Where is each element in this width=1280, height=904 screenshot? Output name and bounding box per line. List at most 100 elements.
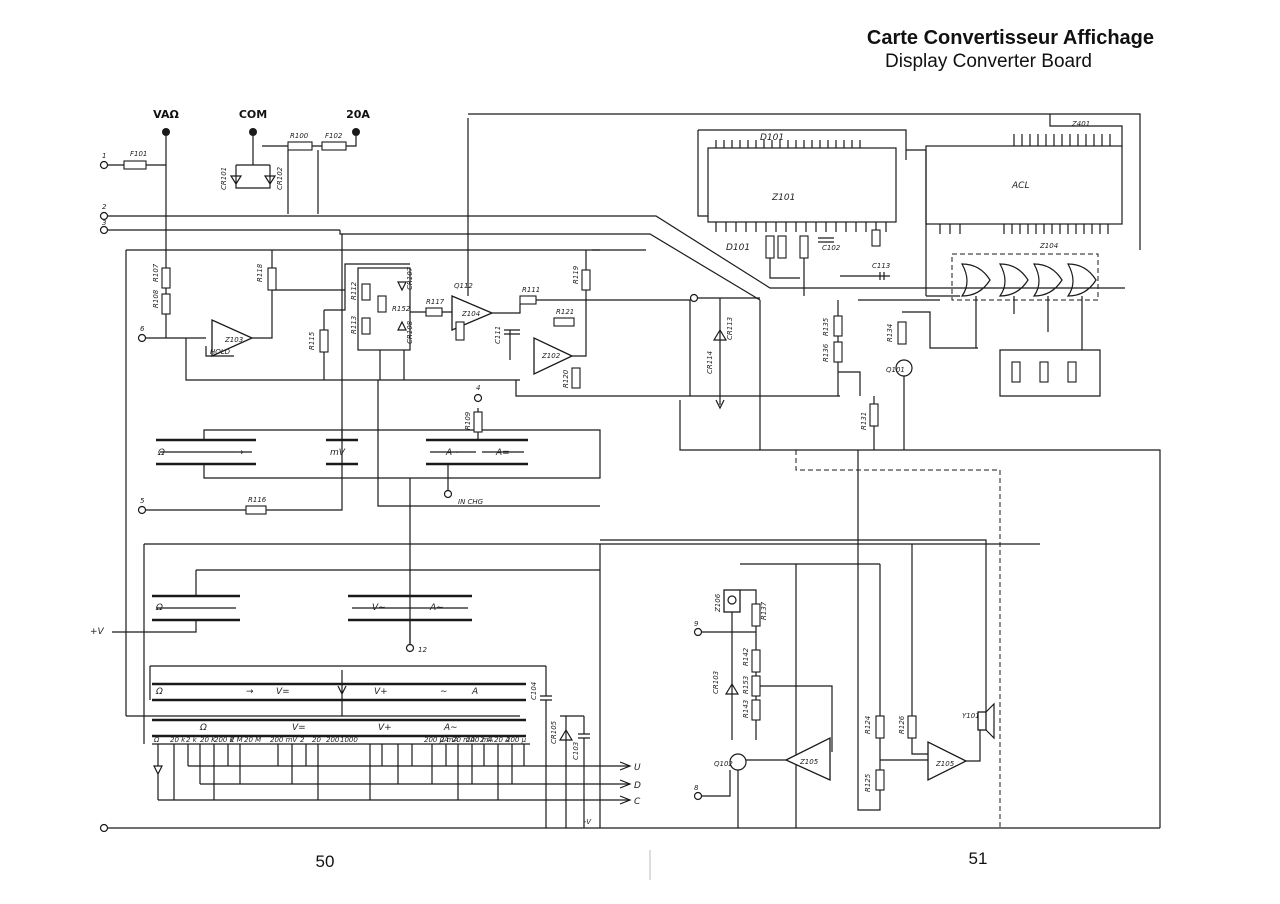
- terminal-va-ohm-label: VAΩ: [153, 108, 179, 121]
- xor-gate-package: [951, 253, 1099, 301]
- switch2-ac-amps: A∼: [429, 603, 444, 613]
- resistor-r116: [245, 505, 267, 515]
- converter-top-pins: [715, 140, 861, 148]
- resistor-r113: [361, 317, 371, 335]
- resistor-r111: [519, 295, 537, 305]
- label-c104: C104: [530, 682, 538, 700]
- label-minus-v: -V: [584, 818, 592, 826]
- label-r142: R142: [742, 647, 750, 666]
- range-label-13: 2 mA: [440, 736, 458, 744]
- label-r118: R118: [256, 263, 264, 282]
- terminal-12: [405, 643, 415, 653]
- beeper-y101: [977, 711, 987, 731]
- resistor-r140c: [1067, 361, 1077, 383]
- label-r131: R131: [860, 412, 868, 430]
- label-cr101: CR101: [220, 167, 228, 190]
- lcd-section: Z401 ACL Z104: [906, 114, 1123, 397]
- resistor-r115: [319, 329, 329, 353]
- terminal-4-label: 4: [476, 384, 480, 392]
- switch1-mv: mV: [330, 448, 346, 458]
- label-d101-bottom: D101: [726, 243, 750, 253]
- range-labels: Ω 20 k 2 k 20 K 200 K 2 M 20 M 200 mV 2 …: [153, 736, 527, 744]
- terminal-4: [473, 393, 483, 403]
- range-label-1: 20 k: [170, 736, 186, 744]
- label-f101: F101: [130, 150, 147, 158]
- label-r113: R113: [350, 316, 358, 334]
- label-z103: Z103: [224, 336, 243, 344]
- range-label-12: 200 µA: [424, 736, 449, 744]
- terminal-3-label: 3: [102, 219, 106, 227]
- label-c102: C102: [822, 244, 841, 252]
- terminal-3: [99, 225, 109, 235]
- label-z102: Z102: [541, 352, 561, 360]
- bridge-network: [357, 267, 411, 351]
- label-r119: R119: [572, 265, 580, 284]
- label-cr105: CR105: [550, 720, 558, 744]
- label-r152: R152: [392, 305, 411, 313]
- terminal-2-label: 2: [102, 203, 107, 211]
- resistor-r120: [571, 367, 581, 389]
- resistor-r109: [473, 411, 483, 433]
- opamp-z102: [533, 336, 574, 376]
- input-section: VAΩ COM 20A F101 R100 F102 CR101 CR102 1…: [99, 108, 1125, 301]
- label-z104: Z104: [461, 310, 480, 318]
- terminal-1: [99, 160, 109, 170]
- range-label-2: 2 k: [186, 736, 198, 744]
- label-q112: Q112: [454, 282, 473, 290]
- label-q101: Q101: [886, 366, 905, 374]
- label-r115: R115: [308, 331, 316, 350]
- converter-section: D101 Z101 D101 C102: [468, 113, 1141, 296]
- range-label-0: Ω: [153, 736, 160, 744]
- switch3-dc-volts: V=: [276, 687, 290, 697]
- resistor-r100: [287, 141, 313, 151]
- resistor-r139: [799, 235, 809, 259]
- label-r107: R107: [152, 263, 160, 282]
- label-c103: C103: [572, 742, 580, 760]
- terminal-9: [693, 627, 703, 637]
- label-acl: ACL: [1011, 181, 1029, 191]
- range-label-3: 20 K: [200, 736, 217, 744]
- resistor-r151: [455, 321, 465, 341]
- switch3-diode: →: [246, 687, 254, 697]
- terminal-va-ohm-dot: [162, 128, 170, 136]
- label-z401: Z401: [1071, 120, 1090, 128]
- range-switch-bank: Ω → V= V+ ∼ A Ω V= V+ A∼ Ω 20 k 2 k 20 K…: [126, 665, 641, 828]
- label-q102: Q102: [714, 760, 733, 768]
- switch4-v-plus: V+: [378, 723, 392, 733]
- label-r125: R125: [864, 773, 872, 792]
- title-french: Carte Convertisseur Affichage: [867, 27, 1154, 49]
- switch4-ac-amps: A∼: [443, 723, 458, 733]
- label-r126: R126: [898, 715, 906, 734]
- label-f102: F102: [325, 132, 343, 140]
- switch1-ac-amps: A∼: [445, 448, 460, 458]
- label-r120: R120: [562, 369, 570, 388]
- resistor-r126: [907, 715, 917, 739]
- resistor-r108: [161, 293, 171, 315]
- range-label-16: 2 A: [480, 736, 492, 744]
- resistor-r112: [361, 283, 371, 301]
- terminal-8-label: 8: [694, 784, 699, 792]
- xor-gates: [960, 263, 1097, 297]
- fuse-f101: [123, 160, 147, 170]
- switch3-ohm: Ω: [155, 687, 163, 697]
- resistor-r135: [833, 315, 843, 337]
- range-label-8: 2: [300, 736, 305, 744]
- switch2-ohm: Ω: [155, 603, 163, 613]
- label-r153: R153: [742, 676, 750, 694]
- switch3-amps: A: [471, 687, 478, 697]
- resistor-r121: [553, 317, 575, 327]
- page-number-right: 51: [969, 849, 988, 868]
- label-r117: R117: [426, 298, 445, 306]
- terminal-c: C: [634, 797, 641, 807]
- terminal-5-line: 5 R116: [137, 234, 343, 515]
- terminal-20a-dot: [352, 128, 360, 136]
- lcd-bottom-pins: [1003, 224, 1109, 234]
- label-in-chg: IN CHG: [458, 498, 484, 506]
- label-hold: HOLD: [210, 348, 231, 356]
- terminal-d: D: [634, 781, 641, 791]
- terminal-plus-v: +V: [90, 627, 105, 637]
- terminal-5-label: 5: [140, 497, 145, 505]
- range-label-17: 20 A: [494, 736, 510, 744]
- terminal-u: U: [634, 763, 641, 773]
- terminal-com-label: COM: [239, 108, 267, 121]
